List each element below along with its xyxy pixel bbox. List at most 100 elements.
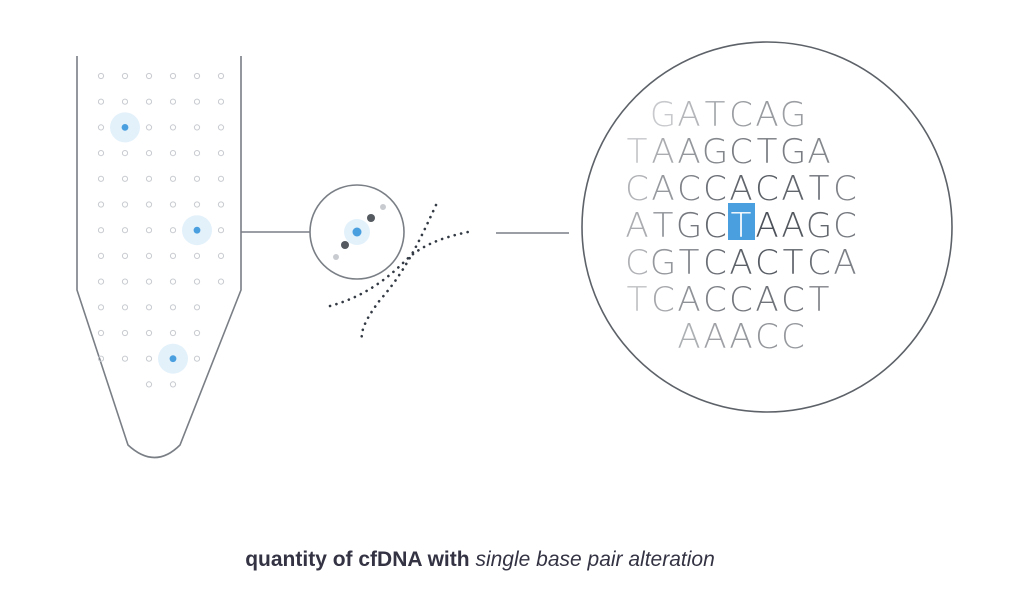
base-letter: G (676, 206, 702, 246)
positive-droplet (121, 124, 129, 131)
droplet (121, 278, 129, 285)
base-letter: C (781, 317, 805, 357)
base-letter: C (703, 206, 727, 246)
droplet (193, 150, 201, 157)
droplet (97, 150, 105, 157)
base-letter: G (650, 243, 676, 283)
base-letter: A (807, 132, 830, 172)
droplet (121, 98, 129, 105)
molecule-dot (367, 214, 375, 222)
droplet (217, 72, 225, 80)
droplet (193, 201, 201, 208)
droplet (145, 278, 153, 285)
base-letter: G (650, 95, 676, 135)
droplet (121, 227, 129, 234)
droplet (169, 72, 177, 80)
base-letter: C (729, 95, 753, 135)
droplet (121, 72, 129, 80)
base-letter: A (729, 317, 752, 357)
base-letter: T (783, 243, 804, 283)
droplet (97, 175, 105, 182)
base-letter: C (755, 243, 779, 283)
base-letter: C (703, 169, 727, 209)
droplet (145, 227, 153, 234)
alteration-highlight (728, 203, 755, 240)
droplet (217, 98, 225, 105)
base-letter: A (703, 317, 726, 357)
droplet (121, 150, 129, 157)
droplet (121, 355, 129, 362)
dna-strand-dotted (360, 203, 438, 342)
droplet (193, 329, 201, 337)
base-letter: A (677, 95, 700, 135)
base-letter: T (653, 206, 674, 246)
droplet (97, 201, 105, 208)
droplet (97, 98, 105, 105)
base-letter: C (807, 243, 831, 283)
droplet (169, 98, 177, 105)
droplet (169, 124, 177, 131)
base-letter: A (677, 132, 700, 172)
droplet (97, 72, 105, 80)
droplet (97, 304, 105, 311)
droplet (97, 124, 105, 131)
base-letter: G (806, 206, 832, 246)
base-letter: C (755, 317, 779, 357)
droplet (145, 304, 153, 311)
droplet (145, 124, 153, 131)
tube-outline (76, 56, 242, 459)
base-letter: A (755, 280, 778, 320)
droplet (97, 329, 105, 337)
droplet (169, 175, 177, 182)
caption-plain-text: quantity of cfDNA with (245, 548, 470, 571)
base-letter: C (625, 169, 649, 209)
droplet (121, 175, 129, 182)
base-letter: T (705, 95, 726, 135)
sequence-magnifier-circle (581, 41, 953, 413)
droplet (169, 227, 177, 234)
droplet (97, 252, 105, 259)
droplet (121, 252, 129, 259)
droplet (145, 252, 153, 259)
droplet (121, 304, 129, 311)
base-letter: A (781, 206, 804, 246)
droplet (145, 72, 153, 80)
base-letter: C (755, 169, 779, 209)
droplet (217, 201, 225, 208)
base-letter: C (677, 169, 701, 209)
droplet (145, 201, 153, 208)
droplet (169, 278, 177, 285)
droplet (193, 304, 201, 311)
base-letter: G (780, 132, 806, 172)
molecule-dot (380, 204, 386, 210)
molecule-dot (341, 241, 349, 249)
base-letter: C (729, 132, 753, 172)
base-letter: T (809, 169, 830, 209)
droplet (193, 252, 201, 259)
base-letter: T (627, 132, 648, 172)
magnified-droplet-core (352, 227, 362, 237)
base-letter: C (729, 280, 753, 320)
base-letter: A (755, 95, 778, 135)
positive-droplet (169, 355, 177, 363)
base-letter: C (703, 280, 727, 320)
droplet (145, 355, 153, 362)
base-letter: T (757, 132, 778, 172)
base-letter: G (780, 95, 806, 135)
base-letter: T (627, 280, 648, 320)
droplet (145, 381, 153, 388)
droplet (169, 150, 177, 157)
base-letter: C (703, 243, 727, 283)
base-letter: A (677, 317, 700, 357)
droplet (217, 175, 225, 182)
droplet (145, 175, 153, 182)
droplet (217, 227, 225, 234)
base-letter: A (651, 169, 674, 209)
droplet (121, 329, 129, 337)
altered-base-letter: T (731, 206, 752, 246)
droplet (97, 227, 105, 234)
base-letter: A (677, 280, 700, 320)
droplet (193, 278, 201, 285)
